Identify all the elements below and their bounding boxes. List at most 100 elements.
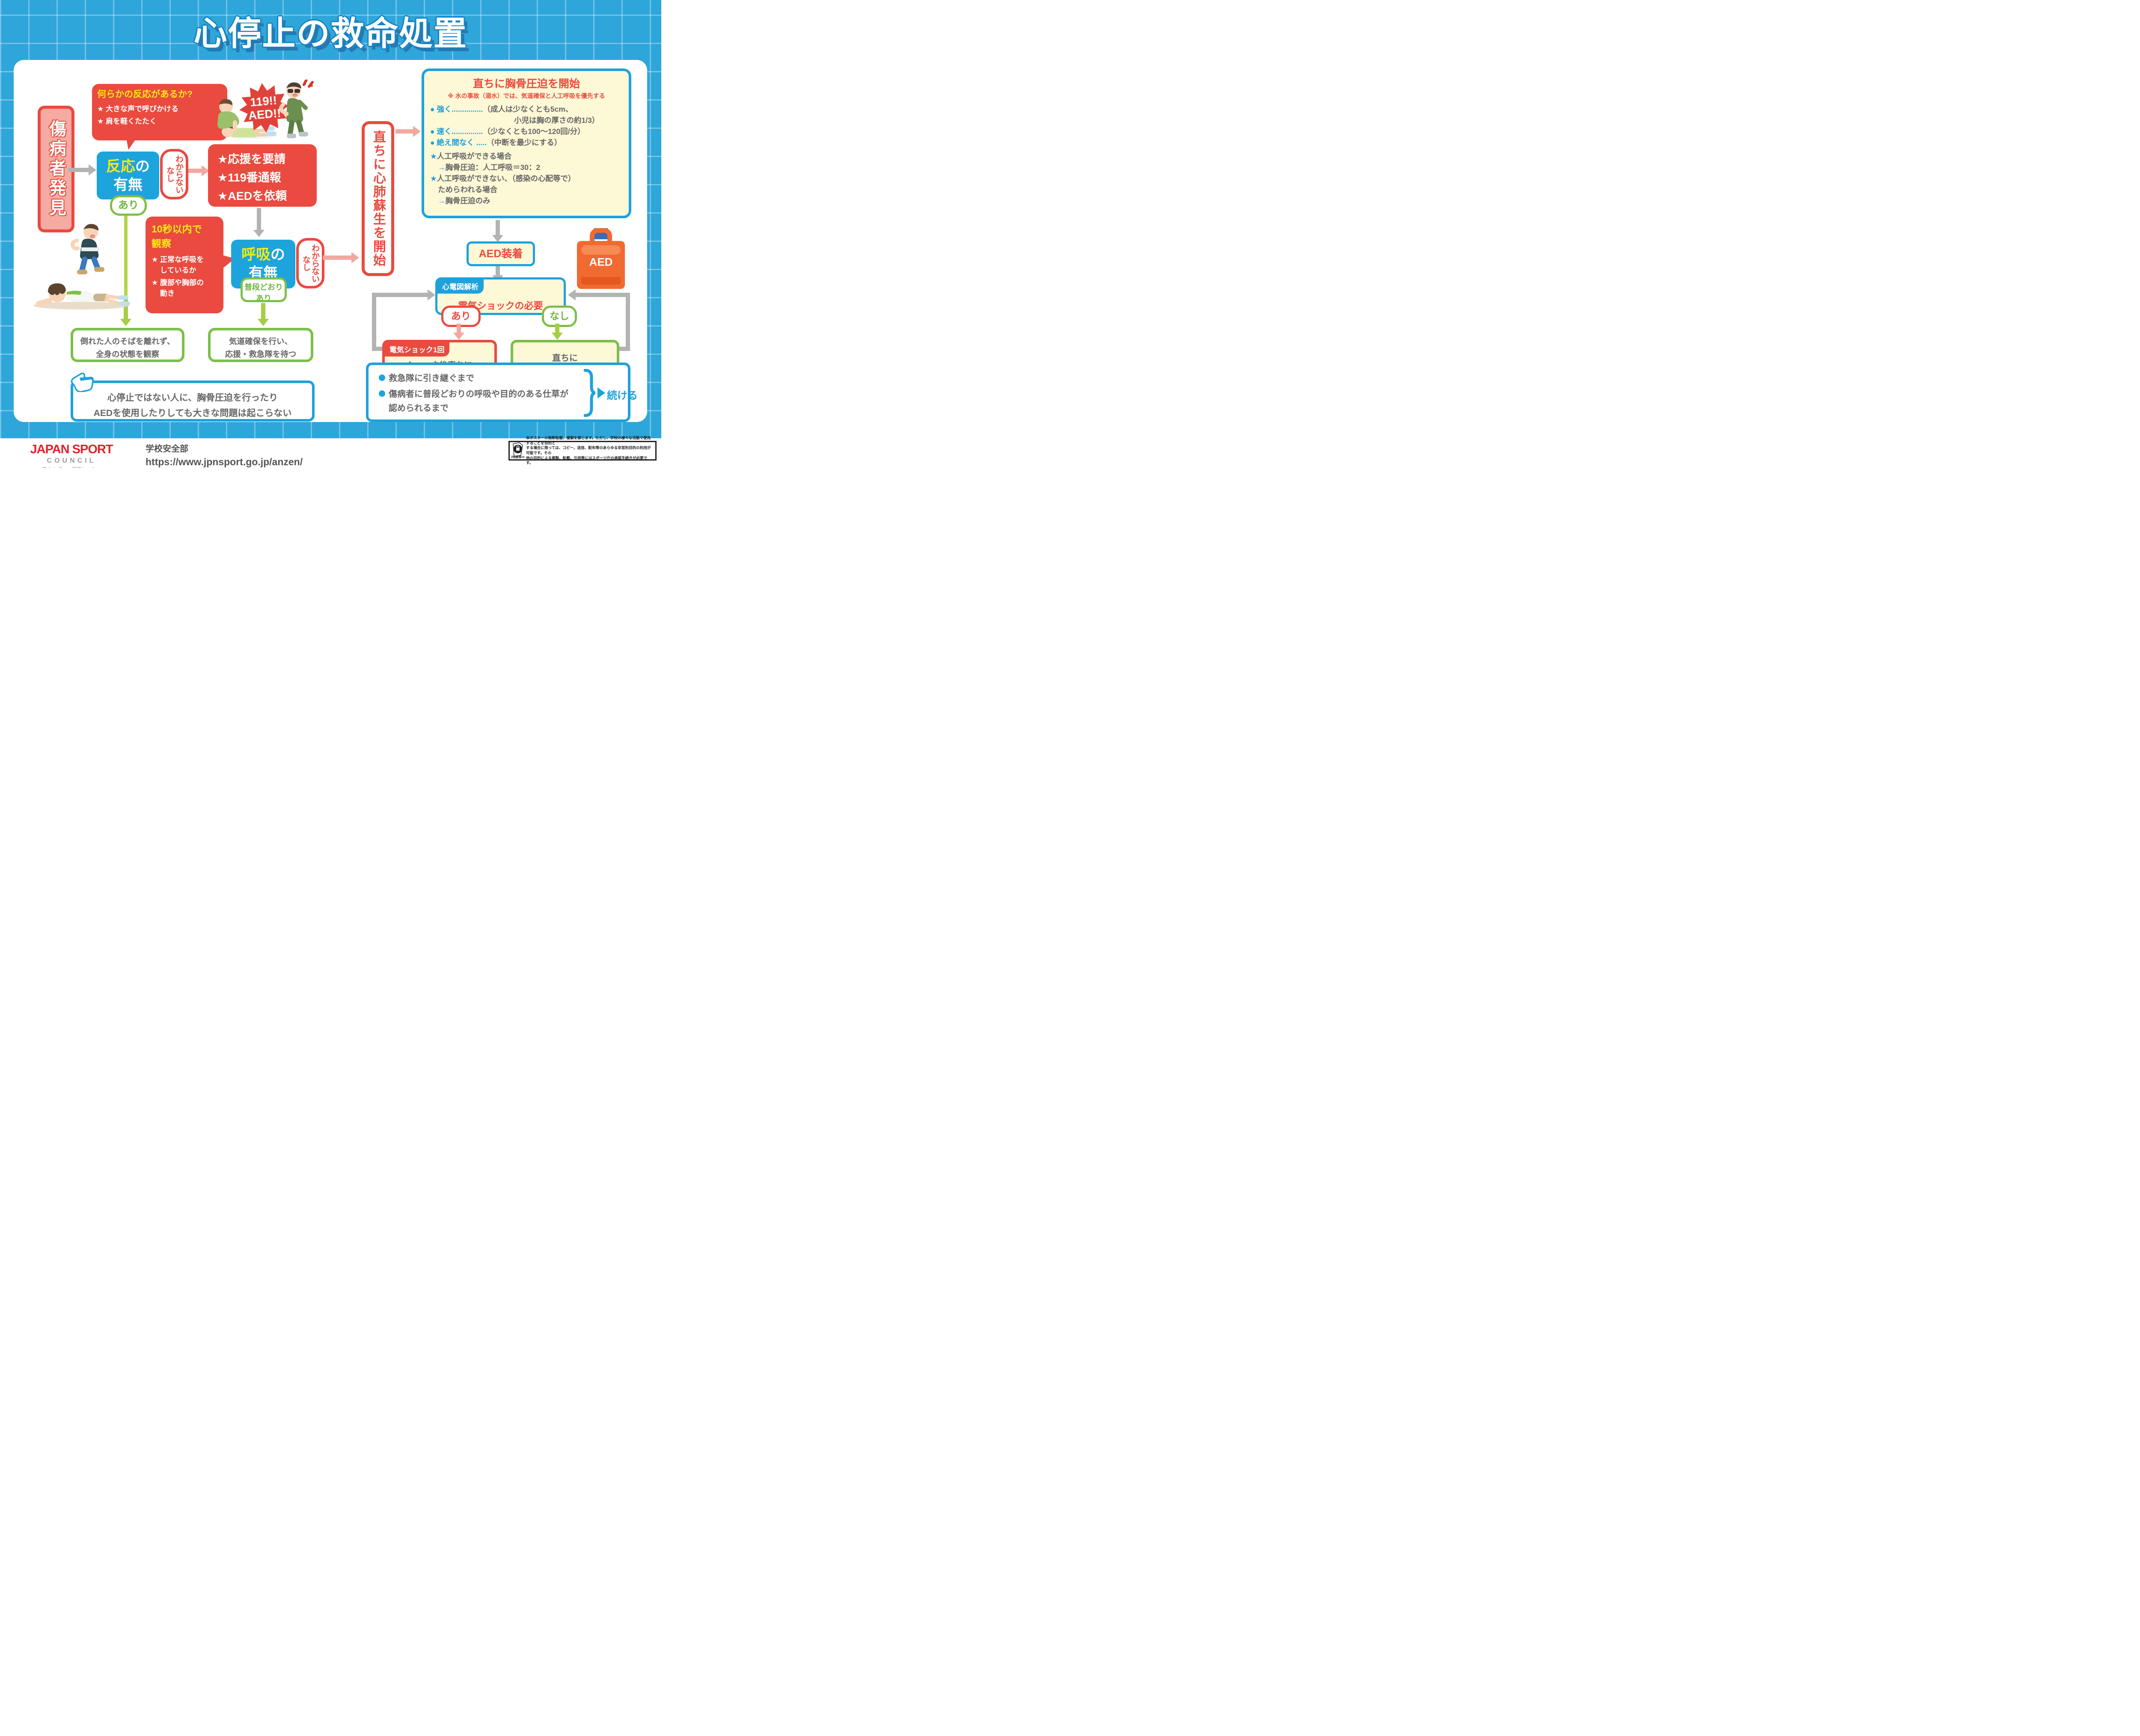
loop-right-top [576, 293, 630, 297]
call-for-help-box: ★応援を要請 ★119番通報 ★AEDを依頼 [208, 144, 317, 207]
page-title: 心停止の救命処置 [193, 15, 468, 52]
note-line2: AEDを使用したりしても大きな問題は起こらない [93, 408, 292, 418]
shock-no-text: なし [550, 310, 569, 321]
arrow-compress-to-aed [492, 220, 503, 242]
stay-observe-line1: 倒れた人のそばを離れず、 [80, 337, 175, 346]
illustration-boy-running [71, 224, 104, 274]
bullet-strong: ● 強く............... [430, 105, 483, 113]
arrow-aed-to-ecg [492, 266, 503, 282]
jsc-logo-line3: 日本スポーツ振興センター [27, 466, 116, 468]
jsc-logo-line1: JAPAN SPORT [30, 443, 113, 456]
bullet-fast-detail: （少なくとも100〜120回/分） [483, 127, 585, 136]
rescue-breath-ok: 人工呼吸ができる場合 [437, 152, 512, 161]
aed-bag-label: AED [589, 256, 613, 268]
label-unknown-none-1: わからない なし [160, 149, 188, 199]
aed-attach-box: AED装着 [467, 241, 535, 266]
compression-detail-box: 直ちに胸骨圧迫を開始 ※ 水の事故（溺水）では、気道確保と人工呼吸を優先する ●… [422, 68, 631, 218]
action-call-119: ★119番通報 [217, 171, 281, 184]
note-line1: 心停止ではない人に、胸骨圧迫を行ったり [107, 393, 278, 403]
arrow-yes-to-shock [453, 324, 464, 340]
svg-text:学校教育OK: 学校教育OK [511, 455, 524, 459]
bullet-nonstop: ● 絶え間なく ..... [430, 138, 487, 147]
callout-119-text: 119!! [250, 93, 277, 109]
bubble-item: ★ 肩を軽くたたく [97, 117, 157, 125]
label-none: なし [165, 166, 174, 182]
observe-title-1: 10秒以内で [152, 223, 202, 235]
breathing-word: 呼吸 [241, 247, 270, 263]
bullet-strong-detail: （成人は少なくとも5cm、 [483, 105, 573, 113]
star-icon: ★ [430, 152, 437, 161]
response-particle: の [135, 158, 150, 175]
disclaimer-box: 学校教育OK 本ポスターの無断転載、複製を禁じます。ただし、学校の様々な活動で使… [508, 436, 657, 465]
arrow-cpr-to-compress [395, 126, 421, 137]
loop-right-vertical [626, 293, 630, 351]
jsc-logo: JAPAN SPORT COUNCIL 日本スポーツ振興センター [27, 443, 116, 468]
stay-and-observe-box: 倒れた人のそばを離れず、 全身の状態を観察 [71, 328, 184, 362]
observe-item: ★ 腹部や胸部の [152, 279, 204, 287]
star-icon: ★ [430, 174, 437, 183]
no-harm-note-box: 心停止ではない人に、胸骨圧迫を行ったり AEDを使用したりしても大きな問題は起こ… [71, 380, 315, 422]
bubble-item: ★ 大きな声で呼びかける [97, 105, 178, 113]
stay-observe-line2: 全身の状態を観察 [95, 350, 159, 359]
continue-action-label: 続ける [607, 390, 638, 401]
loop-left-top [372, 293, 428, 297]
footer-url: https://www.jpnsport.go.jp/anzen/ [146, 456, 303, 467]
label-none: なし [301, 256, 310, 271]
label-unknown: わからない [310, 244, 319, 282]
rescue-breath-no2: ためらわれる場合 [438, 185, 498, 194]
ecg-tab-label: 心電図解析 [437, 279, 484, 294]
bullet-fast: ● 速く............... [430, 127, 483, 136]
arrow-no-to-resume [552, 324, 563, 340]
label-ari-1: あり [110, 195, 147, 216]
ari-text: あり [118, 199, 139, 211]
start-cpr-box: 直ちに心肺蘇生を開始 [362, 121, 394, 276]
bullet-nonstop-detail: （中断を最少にする） [487, 138, 562, 147]
observe-bubble: 10秒以内で 観察 ★ 正常な呼吸を しているか ★ 腹部や胸部の 動き [146, 217, 223, 313]
resume-line1: 直ちに [552, 354, 578, 363]
continue-item2b: 認められるまで [389, 404, 449, 413]
arrow-ari-to-observe [120, 300, 131, 326]
observe-item: 動き [160, 289, 175, 297]
airway-line1: 気道確保を行い、 [229, 337, 292, 346]
arrow-icon: → [438, 196, 446, 205]
poster-background: 心停止の救命処置 傷病者発見 何らかの反応があるか? ★ 大きな声で呼びかける … [0, 0, 661, 468]
response-question-bubble: 何らかの反応があるか? ★ 大きな声で呼びかける ★ 肩を軽くたたく [92, 84, 227, 140]
hand-pointer-icon [71, 372, 94, 392]
continue-item1: 救急隊に引き継ぐまで [389, 374, 474, 383]
start-cpr-label: 直ちに心肺蘇生を開始 [371, 130, 385, 267]
arrow-response-to-action [188, 165, 209, 176]
airway-line2: 応援・救急隊を待つ [225, 350, 297, 359]
label-shock-yes: あり [441, 306, 481, 327]
loop-left-arrowhead [428, 289, 435, 300]
continue-arrow-icon [597, 387, 605, 398]
bullet-icon [379, 375, 385, 381]
bracket-icon [584, 369, 596, 417]
observe-title-2: 観察 [152, 238, 171, 249]
loop-left-vertical [372, 293, 376, 351]
label-shock-no: なし [542, 306, 577, 327]
shock-tab-label: 電気ショック1回 [384, 342, 450, 357]
label-normal-breathing: 普段どおり あり [241, 277, 287, 303]
bullet-strong-detail2: 小児は胸の厚さの約1/3） [514, 116, 600, 125]
shock-yes-text: あり [451, 310, 471, 321]
response-check-box: 反応の 有無 [97, 152, 159, 199]
continue-until-box: 救急隊に引き継ぐまで 傷病者に普段どおりの呼吸や目的のある仕草が 認められるまで [366, 363, 630, 422]
bubble-tail [126, 136, 138, 150]
illustration-man-running [279, 80, 314, 138]
aed-bag-icon: AED [577, 228, 625, 289]
disclaimer-line2: する場合に限っては、コピー、送信、配布等のあらゆる非営利目的の利用が可能です。そ… [526, 446, 651, 455]
breathing-particle: の [270, 247, 285, 263]
continue-item2: 傷病者に普段どおりの呼吸や目的のある仕草が [389, 389, 568, 399]
illustration-collapsed-boy [33, 283, 130, 309]
normal-breathing-line1: 普段どおり [244, 283, 283, 291]
rescue-breath-no: 人工呼吸ができない、（感染の心配等で） [437, 174, 576, 183]
compression-only: 胸骨圧迫のみ [445, 196, 490, 205]
flow-line-ari [124, 201, 128, 319]
footer-dept: 学校安全部 [146, 444, 188, 454]
compression-title: 直ちに胸骨圧迫を開始 [473, 78, 580, 90]
response-word2: 有無 [113, 176, 143, 193]
loop-right-bottom [619, 347, 630, 351]
label-unknown: わからない [174, 155, 183, 193]
label-unknown-none-2: わからない なし [296, 238, 324, 288]
disclaimer-line3: 他の目的による複製、転載、引用等にはスポーツ庁の承認手続きが必要です。 [526, 455, 648, 465]
